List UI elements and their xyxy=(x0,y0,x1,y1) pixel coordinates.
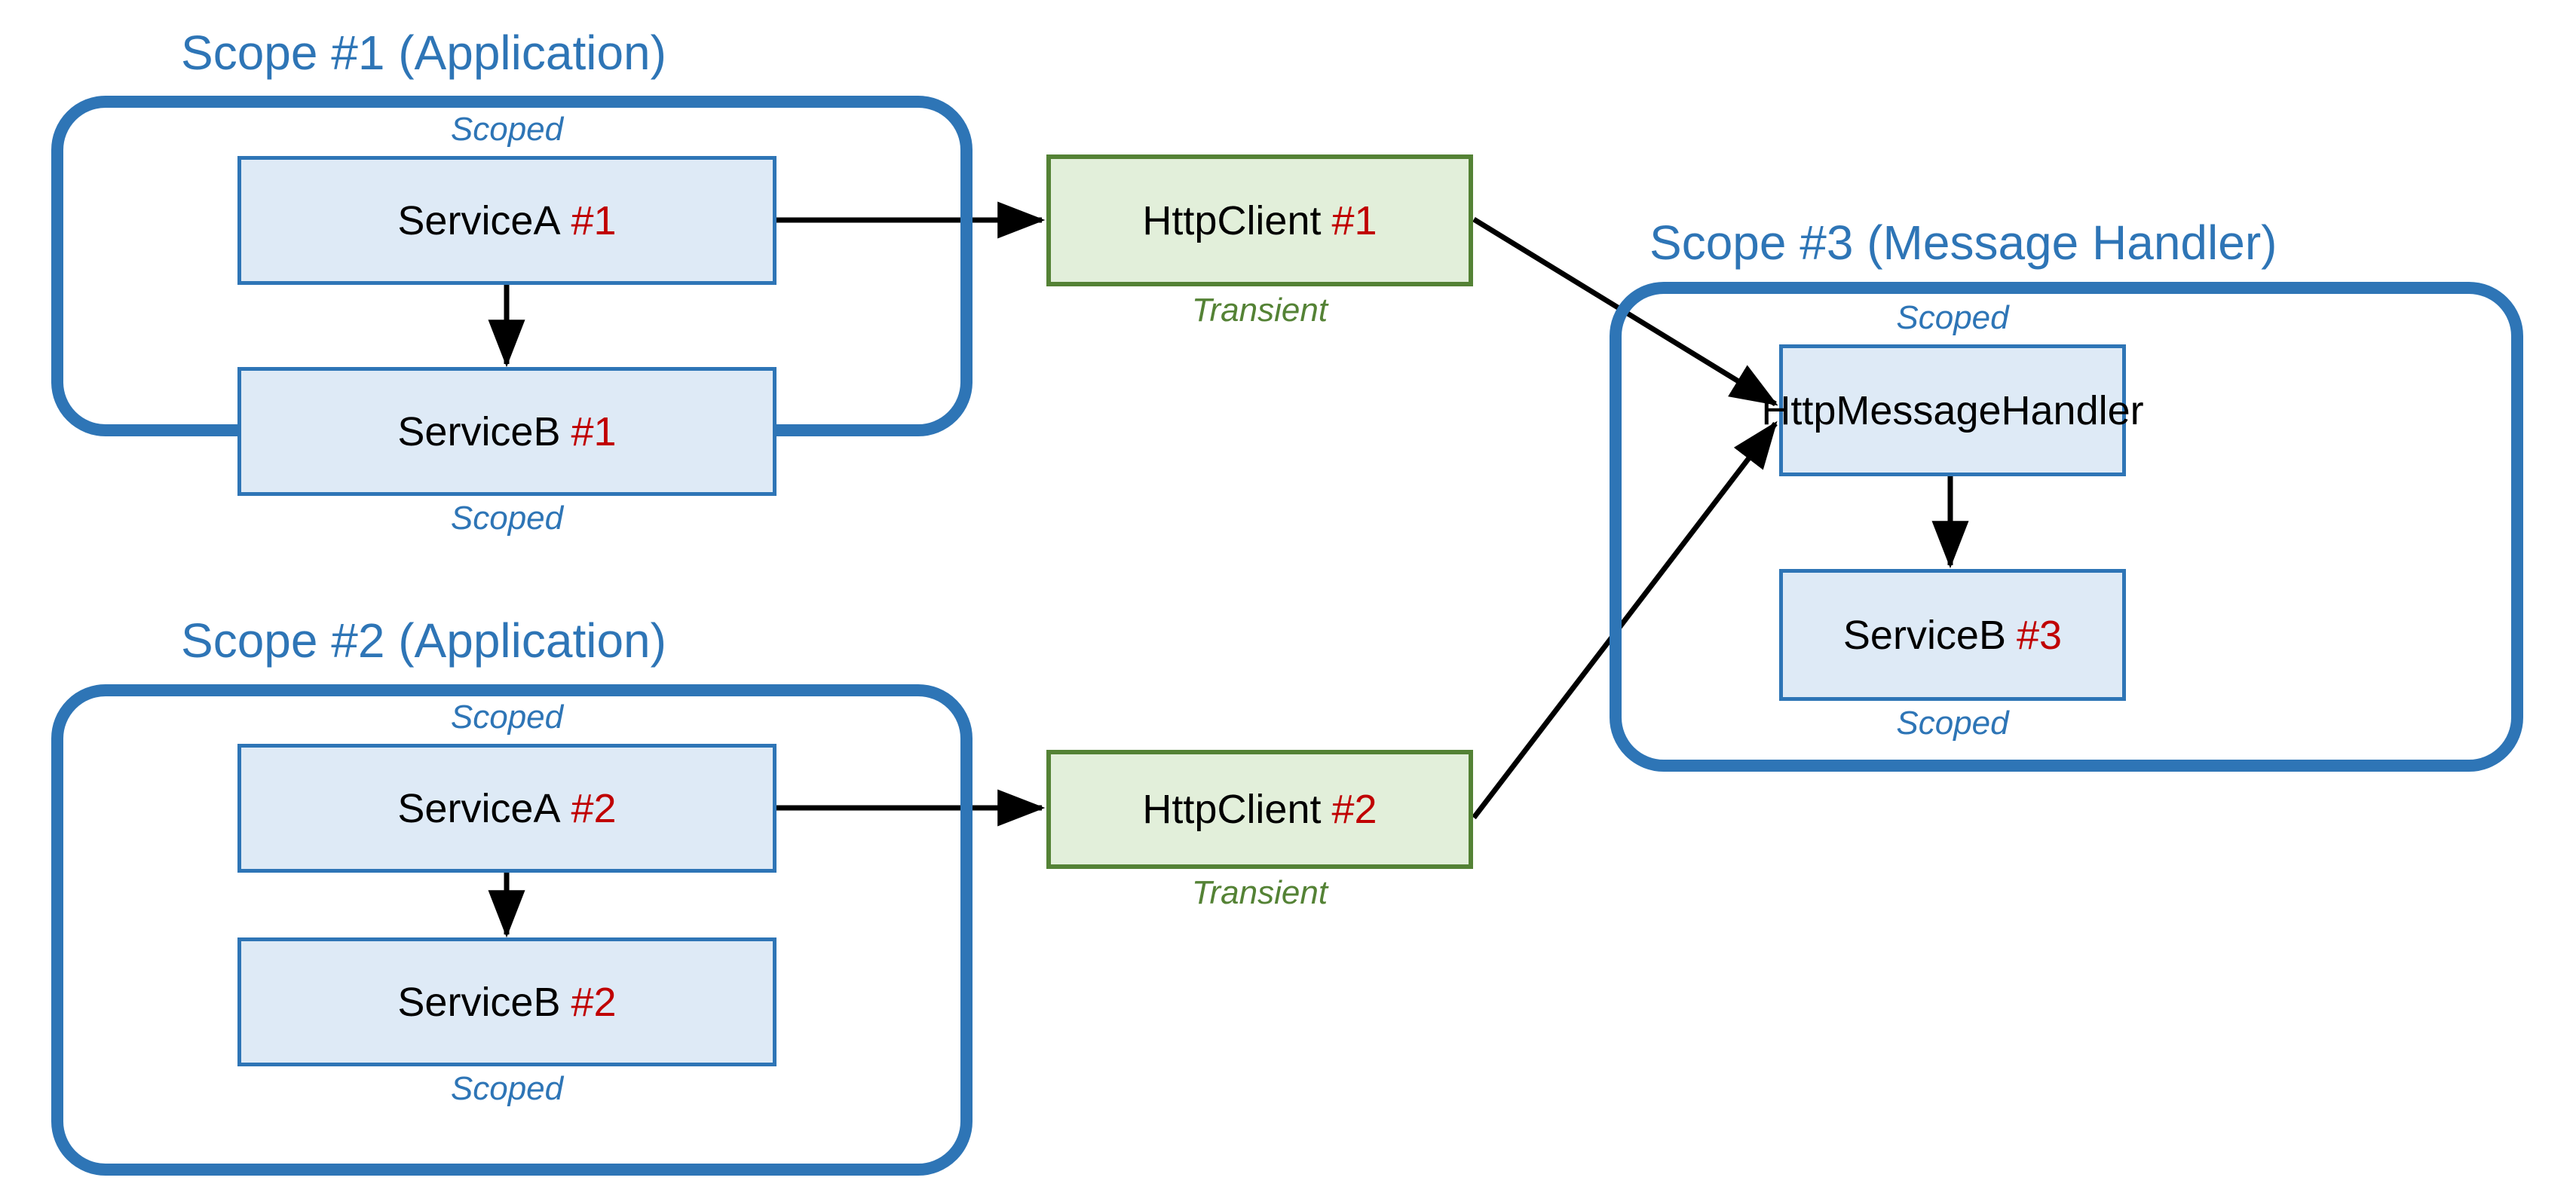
httpclient-2-lifetime: Transient xyxy=(1191,874,1328,911)
scope-1-title: Scope #1 (Application) xyxy=(181,26,666,80)
node-httpclient-2-label: HttpClient xyxy=(1142,787,1322,832)
node-httpclient-2[interactable]: HttpClient #2 xyxy=(1046,750,1473,869)
node-servicea-1-instance: #1 xyxy=(571,197,617,243)
node-serviceb-2-instance: #2 xyxy=(571,979,617,1025)
node-httpmessagehandler-label: HttpMessageHandler xyxy=(1761,387,2144,433)
scope-1-bottom-lifetime: Scoped xyxy=(450,500,564,537)
scope-3-container xyxy=(1610,282,2523,772)
node-servicea-2-instance: #2 xyxy=(571,785,617,831)
scope-2-container xyxy=(51,684,973,1176)
node-servicea-1-label: ServiceA xyxy=(397,197,561,243)
scope-2-top-lifetime: Scoped xyxy=(450,699,564,736)
node-httpclient-2-instance: #2 xyxy=(1331,787,1377,832)
node-serviceb-1-label: ServiceB xyxy=(397,408,561,454)
node-httpmessagehandler[interactable]: HttpMessageHandler xyxy=(1761,344,2144,476)
node-serviceb-1-instance: #1 xyxy=(571,408,617,454)
node-serviceb-3-label: ServiceB xyxy=(1842,612,2006,658)
scope-3-top-lifetime: Scoped xyxy=(1896,299,2009,336)
httpclient-1-lifetime: Transient xyxy=(1191,292,1328,329)
node-serviceb-1[interactable]: ServiceB #1 xyxy=(237,367,776,496)
scope-2-title: Scope #2 (Application) xyxy=(181,613,666,668)
node-httpclient-1[interactable]: HttpClient #1 xyxy=(1046,154,1473,286)
node-serviceb-3[interactable]: ServiceB #3 xyxy=(1779,569,2126,701)
node-serviceb-2[interactable]: ServiceB #2 xyxy=(237,937,776,1066)
node-serviceb-3-instance: #3 xyxy=(2017,612,2063,658)
scope-1-top-lifetime: Scoped xyxy=(450,111,564,148)
scope-3-bottom-lifetime: Scoped xyxy=(1896,705,2009,742)
scope-3-title: Scope #3 (Message Handler) xyxy=(1649,216,2277,270)
node-serviceb-2-label: ServiceB xyxy=(397,979,561,1025)
node-servicea-2[interactable]: ServiceA #2 xyxy=(237,744,776,873)
node-servicea-1[interactable]: ServiceA #1 xyxy=(237,156,776,285)
scope-2-bottom-lifetime: Scoped xyxy=(450,1070,564,1107)
node-httpclient-1-instance: #1 xyxy=(1331,197,1377,243)
node-httpclient-1-label: HttpClient xyxy=(1142,197,1322,243)
node-servicea-2-label: ServiceA xyxy=(397,785,561,831)
